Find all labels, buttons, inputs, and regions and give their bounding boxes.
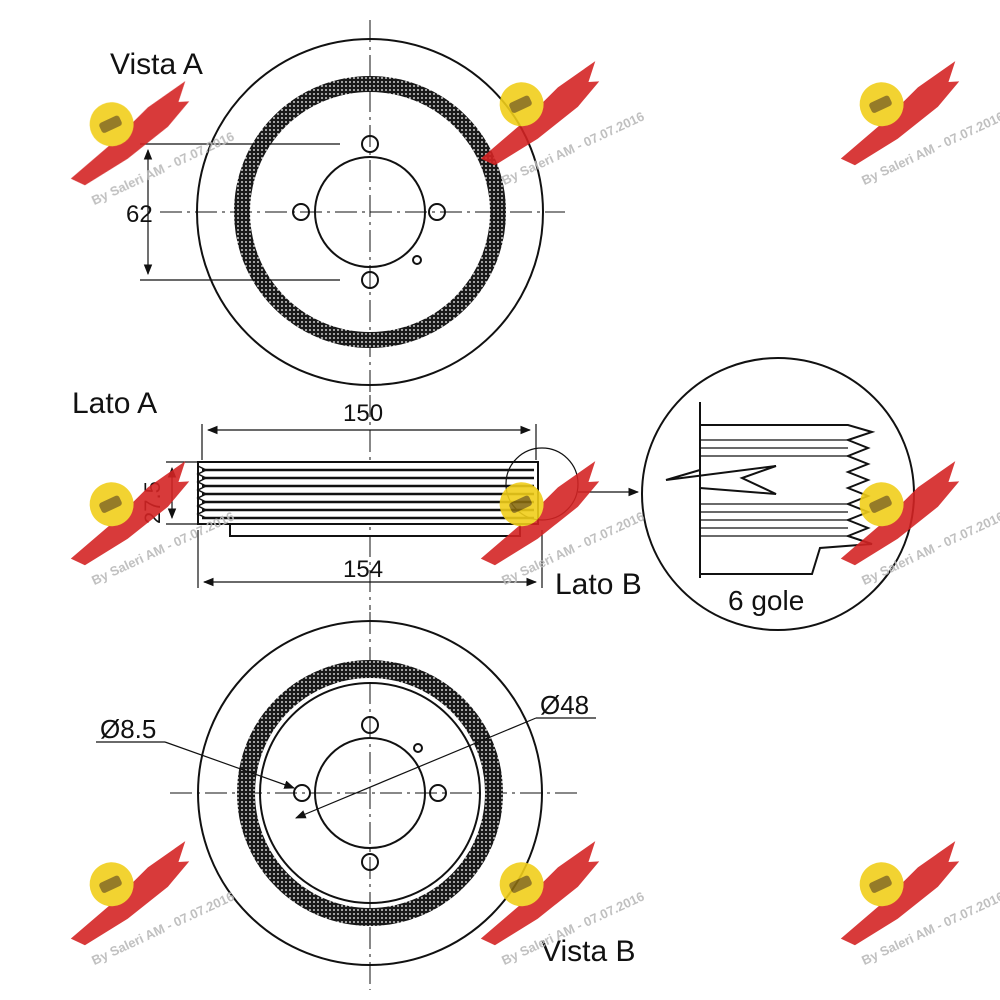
vista-b-label: Vista B bbox=[541, 935, 636, 968]
vista-a-outer-rim bbox=[196, 38, 544, 386]
side-grooves bbox=[202, 468, 534, 520]
vista-b-pin-hole bbox=[413, 743, 423, 753]
watermark-car-icon bbox=[99, 875, 122, 893]
watermark-logo: By Saleri AM - 07.07.2016 bbox=[840, 841, 1000, 968]
dim-overall-width-value: 154 bbox=[343, 556, 383, 583]
lato-b-label: Lato B bbox=[555, 568, 642, 601]
dim-outer-width bbox=[201, 424, 537, 460]
watermark-car-icon bbox=[99, 495, 122, 513]
watermark-logo: By Saleri AM - 07.07.2016 bbox=[70, 841, 237, 968]
dim-bore-diameter bbox=[295, 717, 596, 819]
vista-a-bolt-hole-bottom bbox=[361, 271, 379, 289]
vista-b-bolt-hole-bottom bbox=[361, 853, 379, 871]
vista-b-view bbox=[96, 612, 596, 990]
watermark-logo: By Saleri AM - 07.07.2016 bbox=[840, 61, 1000, 188]
vista-b-knurled-ring bbox=[237, 660, 503, 926]
dim-hole-spacing bbox=[140, 143, 340, 281]
watermark-car-icon bbox=[99, 115, 122, 133]
watermark-logo: By Saleri AM - 07.07.2016 bbox=[840, 461, 1000, 588]
vista-b-outer-rim bbox=[197, 620, 543, 966]
dim-hole-diameter bbox=[96, 741, 296, 789]
grooves-label: 6 gole bbox=[728, 585, 804, 616]
vista-b-bolt-hole-left bbox=[293, 784, 311, 802]
watermark-layer: By Saleri AM - 07.07.2016 By Saleri AM - … bbox=[70, 61, 1000, 968]
dim-overall-width bbox=[197, 530, 543, 588]
vista-b-bolt-hole-top bbox=[361, 716, 379, 734]
watermark-car-icon bbox=[869, 495, 892, 513]
watermark-car-icon bbox=[509, 875, 532, 893]
watermark-car-icon bbox=[869, 875, 892, 893]
dim-outer-width-value: 150 bbox=[343, 400, 383, 427]
dim-hole-spacing-value: 62 bbox=[126, 201, 153, 228]
dim-hole-diameter-value: Ø8.5 bbox=[100, 714, 156, 744]
vista-b-hub bbox=[314, 737, 426, 849]
vista-a-bolt-hole-left bbox=[292, 203, 310, 221]
side-view bbox=[166, 395, 640, 610]
watermark-car-icon bbox=[509, 95, 532, 113]
vista-b-bolt-hole-right bbox=[429, 784, 447, 802]
vista-a-label: Vista A bbox=[110, 48, 203, 81]
watermark-car-icon bbox=[869, 95, 892, 113]
vista-a-knurled-ring bbox=[234, 76, 506, 348]
watermark-logo: By Saleri AM - 07.07.2016 bbox=[70, 81, 237, 208]
vista-a-view bbox=[140, 20, 565, 395]
vista-b-inner-ring bbox=[259, 682, 481, 904]
dim-bore-diameter-value: Ø48 bbox=[540, 690, 589, 720]
lato-a-label: Lato A bbox=[72, 387, 157, 420]
vista-a-bolt-hole-right bbox=[428, 203, 446, 221]
vista-a-pin-hole bbox=[412, 255, 422, 265]
watermark-car-icon bbox=[509, 495, 532, 513]
vista-a-hub bbox=[314, 156, 426, 268]
vista-a-bolt-hole-top bbox=[361, 135, 379, 153]
